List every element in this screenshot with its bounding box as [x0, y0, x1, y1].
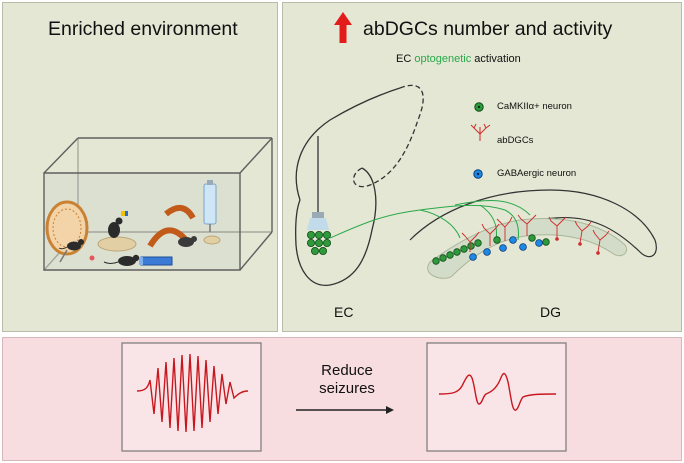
mouse-icon	[178, 236, 197, 247]
ec-brain-outline	[294, 84, 424, 286]
tunnel-toy-icon	[147, 205, 196, 248]
blue-neuron-icon	[473, 169, 483, 179]
seizure-panel	[2, 337, 682, 461]
mouse-icon	[58, 239, 84, 251]
increase-arrow-icon	[334, 12, 352, 43]
reduced-trace-frame	[426, 342, 567, 452]
optic-fiber-icon	[307, 136, 329, 230]
mouse-icon	[103, 254, 140, 266]
ec-neuron-cluster	[306, 230, 331, 255]
food-pellet-icon	[89, 255, 95, 261]
dg-abdgc-somas	[555, 237, 600, 255]
reduce-seizures-label: Reduce seizures	[319, 362, 375, 397]
running-wheel-icon	[45, 200, 89, 263]
enriched-environment-panel	[2, 2, 278, 332]
legend-label-gaba: GABAergic neuron	[497, 168, 577, 179]
dg-gaba-neurons	[469, 236, 543, 261]
left-panel-title: Enriched environment	[48, 18, 238, 40]
reduced-trace	[438, 372, 557, 411]
subtitle-prefix: EC	[396, 53, 415, 65]
subtitle-suffix: activation	[471, 53, 521, 65]
green-neuron-icon	[474, 102, 484, 112]
tube-toy-icon	[139, 256, 173, 266]
seizure-trace-frame	[121, 342, 262, 452]
seizure-trace	[136, 353, 249, 433]
water-bottle-icon	[203, 180, 221, 245]
right-panel-subtitle: EC optogenetic activation	[396, 53, 521, 65]
projection-fibers	[329, 200, 531, 241]
dg-granule-layer	[427, 217, 627, 279]
mouse-icon	[108, 211, 128, 238]
region-label-dg: DG	[540, 304, 561, 320]
subtitle-highlight: optogenetic	[414, 53, 472, 65]
region-label-ec: EC	[334, 304, 354, 320]
legend-label-abdgc: abDGCs	[497, 135, 534, 146]
legend-label-camk: CaMKIIα+ neuron	[497, 101, 572, 112]
red-dendrite-icon	[470, 123, 491, 141]
dg-abdgc-dendrites	[461, 214, 610, 253]
right-panel-title: abDGCs number and activity	[363, 18, 613, 40]
reduce-arrow	[296, 406, 394, 414]
rock-platform-icon	[97, 236, 137, 252]
dg-camk-neurons	[432, 234, 550, 265]
